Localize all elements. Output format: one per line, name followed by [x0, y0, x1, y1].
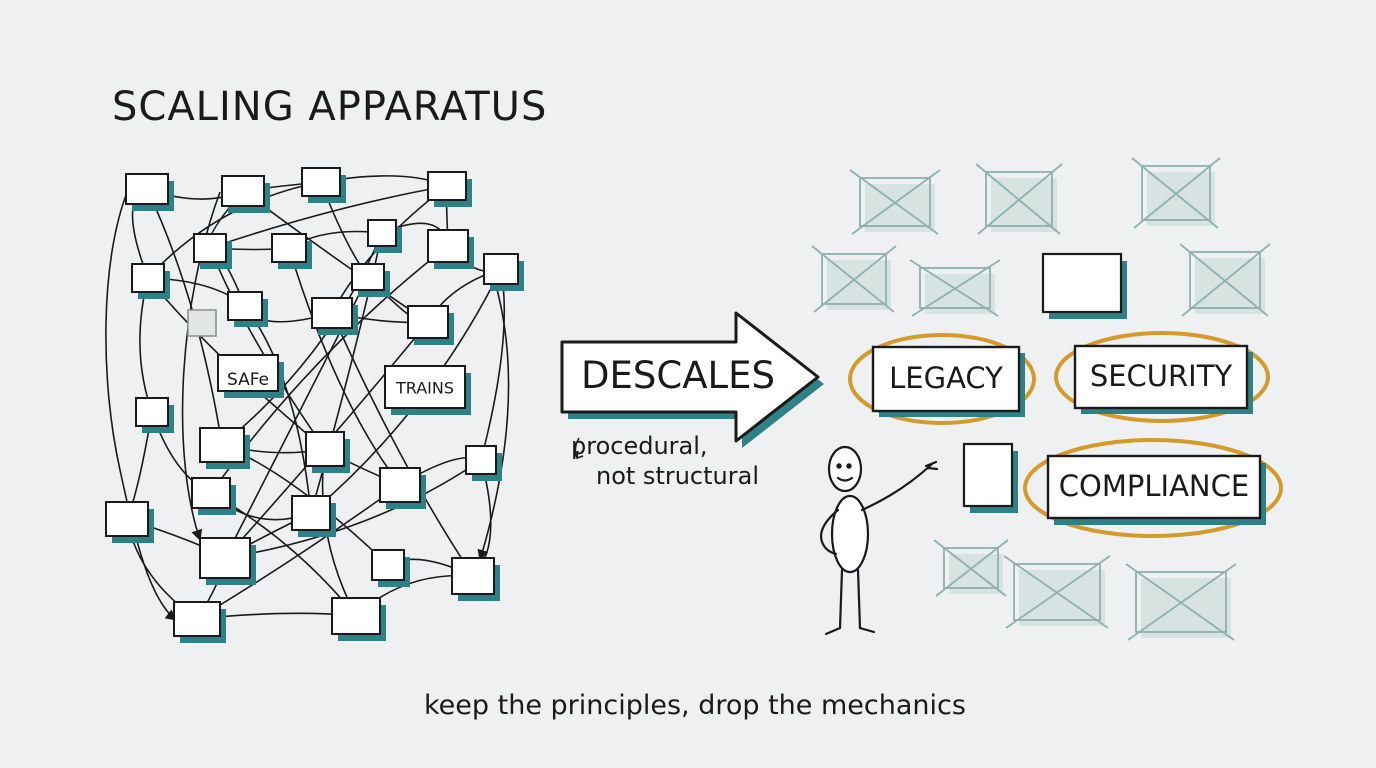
removed-box — [1179, 243, 1271, 317]
network-nodes — [105, 167, 524, 643]
network-node — [193, 233, 232, 269]
descales-arrow — [560, 311, 824, 448]
arrow-note-line-2: not structural — [596, 462, 759, 490]
network-node — [271, 233, 312, 269]
page-title: SCALING APPARATUS — [112, 84, 548, 130]
removed-box — [909, 259, 1001, 317]
legacy-item: LEGACY — [848, 333, 1036, 425]
network-node — [427, 171, 472, 207]
note-hook-arrow — [574, 437, 584, 459]
connector — [208, 185, 448, 251]
network-node — [125, 173, 174, 211]
network-node — [199, 427, 250, 469]
network-node — [465, 445, 502, 481]
network-node — [305, 431, 350, 473]
security-label: SECURITY — [1090, 359, 1233, 393]
network-node — [407, 305, 454, 345]
connector — [331, 312, 474, 577]
network-node — [291, 495, 336, 537]
network-node — [131, 263, 170, 299]
removed-box — [1131, 157, 1221, 229]
connector — [105, 189, 177, 621]
network-node — [331, 597, 386, 641]
kept-box-top — [1041, 252, 1127, 319]
caption: keep the principles, drop the mechanics — [424, 690, 966, 721]
safe-node: SAFe — [217, 354, 284, 398]
network-node — [379, 467, 426, 509]
network-node — [483, 253, 524, 291]
security-item: SECURITY — [1054, 331, 1270, 423]
network-node — [351, 263, 390, 297]
trains-node: TRAINS — [384, 365, 471, 415]
safe-node-label: SAFe — [227, 370, 269, 390]
removed-box — [975, 163, 1063, 235]
network-node — [301, 167, 346, 203]
removed-box — [811, 245, 897, 313]
network-node — [221, 175, 270, 213]
removed-boxes — [811, 157, 1271, 641]
network-node — [105, 501, 154, 543]
network-node — [427, 229, 474, 269]
connector — [147, 181, 322, 279]
connector — [223, 459, 482, 562]
network-node — [135, 397, 174, 433]
descales-label: DESCALES — [581, 354, 775, 397]
connector — [146, 188, 226, 447]
network-node — [371, 549, 410, 587]
removed-box — [933, 539, 1009, 597]
legacy-label: LEGACY — [889, 361, 1003, 395]
stick-figure — [820, 445, 939, 636]
connector — [478, 268, 506, 462]
network-node — [191, 477, 236, 515]
network-node — [311, 297, 358, 335]
trains-node-label: TRAINS — [395, 379, 454, 398]
compliance-label: COMPLIANCE — [1059, 469, 1249, 503]
network-node — [367, 219, 402, 253]
network-node — [173, 601, 226, 643]
removed-box — [849, 169, 941, 235]
removed-box — [1003, 555, 1111, 629]
removed-box — [1125, 563, 1237, 641]
arrow-note-line-1: procedural, — [571, 432, 708, 460]
connector — [288, 247, 401, 486]
connector — [209, 247, 326, 450]
network-node — [451, 557, 500, 601]
network-node — [227, 291, 268, 327]
network-node-faded — [187, 309, 217, 337]
connector — [196, 484, 401, 620]
compliance-item: COMPLIANCE — [1023, 438, 1283, 538]
kept-box-small — [962, 442, 1018, 513]
connector — [477, 271, 510, 562]
network-node — [199, 537, 256, 585]
